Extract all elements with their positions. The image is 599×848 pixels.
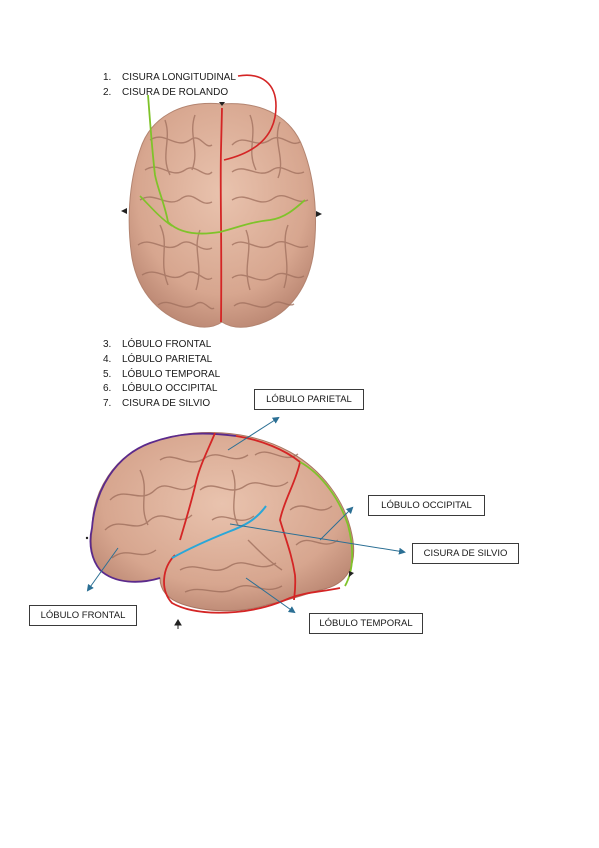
brain-top-view	[121, 74, 322, 328]
brain-lateral-shape	[90, 432, 355, 612]
list-item: 2.CISURA DE ROLANDO	[103, 86, 229, 98]
longitudinal-leader	[223, 74, 277, 161]
marker-right	[316, 211, 322, 217]
label-lobulo-frontal: LÓBULO FRONTAL	[29, 605, 137, 626]
frontal-outline	[89, 432, 237, 583]
silvio-fissure-line	[171, 505, 267, 559]
list-item: 5.LÓBULO TEMPORAL	[103, 368, 221, 380]
list-item: 7.CISURA DE SILVIO	[103, 398, 211, 410]
longitudinal-fissure-line	[219, 107, 223, 323]
marker-left	[121, 208, 127, 214]
marker-right-lateral	[349, 571, 354, 577]
label-cisura-silvio: CISURA DE SILVIO	[412, 543, 519, 564]
rolando-line	[147, 94, 306, 235]
arrow-temporal	[245, 577, 296, 614]
arrow-occipital	[319, 506, 354, 541]
marker-dot	[85, 536, 89, 540]
arrow-parietal	[227, 416, 280, 451]
marker-top	[219, 102, 225, 106]
list-item: 4.LÓBULO PARIETAL	[103, 353, 213, 365]
label-lobulo-parietal: LÓBULO PARIETAL	[254, 389, 364, 410]
lobe-list: 3.LÓBULO FRONTAL 4.LÓBULO PARIETAL 5.LÓB…	[103, 338, 220, 412]
central-sulcus-line	[179, 432, 216, 541]
parietal-boundary	[235, 435, 301, 601]
fissure-list: 1.CISURA LONGITUDINAL 2.CISURA DE ROLAND…	[103, 71, 236, 101]
brain-lateral-view	[85, 416, 406, 629]
list-item: 6.LÓBULO OCCIPITAL	[103, 383, 218, 395]
label-lobulo-temporal: LÓBULO TEMPORAL	[309, 613, 423, 634]
list-item: 3.LÓBULO FRONTAL	[103, 339, 212, 350]
gyri-texture	[137, 114, 309, 310]
rolando-branch	[139, 195, 173, 227]
label-lobulo-occipital: LÓBULO OCCIPITAL	[368, 495, 485, 516]
arrow-frontal	[86, 547, 119, 592]
brain-top-shape	[128, 102, 316, 328]
arrow-silvio	[229, 523, 406, 555]
marker-bottom	[174, 619, 182, 629]
list-item: 1.CISURA LONGITUDINAL	[103, 72, 236, 83]
occipital-outline	[299, 461, 354, 587]
temporal-outline	[163, 554, 341, 614]
